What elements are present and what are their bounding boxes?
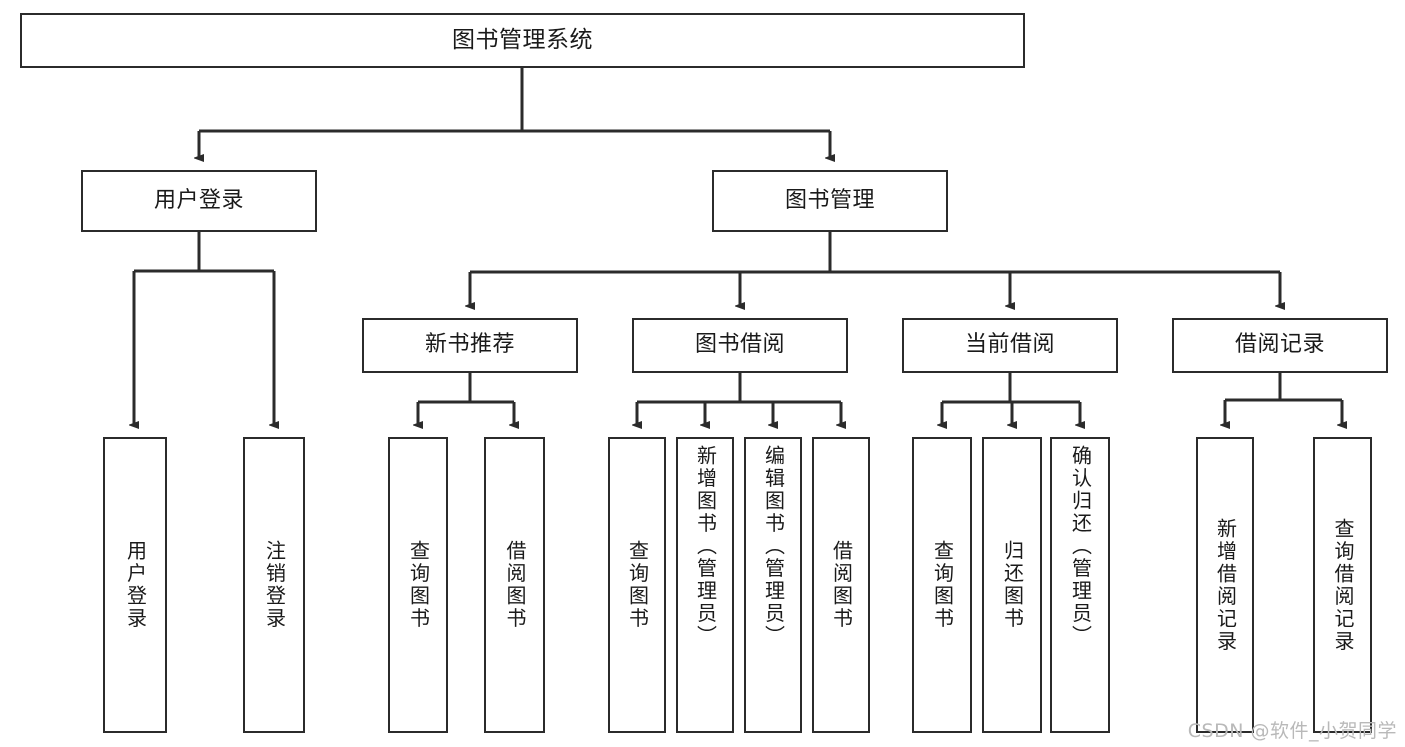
node-leaf-borrow-book[interactable]: 借阅图书 [812,437,870,733]
node-leaf-return-book[interactable]: 归还图书 [982,437,1042,733]
node-label: 新增借阅记录 [1213,517,1238,653]
node-label: 新书推荐 [424,332,515,358]
node-leaf-user-login[interactable]: 用户登录 [103,437,167,733]
node-leaf-query-book-recommend[interactable]: 查询图书 [388,437,448,733]
node-label: 用户登录 [153,187,244,213]
node-current-borrow[interactable]: 当前借阅 [902,318,1118,373]
node-label: 查询图书 [930,540,955,630]
node-leaf-borrow-book-recommend[interactable]: 借阅图书 [484,437,545,733]
node-label: 查询图书 [625,540,650,630]
node-label: 确认归还（管理员） [1068,445,1093,648]
node-root-system[interactable]: 图书管理系统 [20,13,1025,68]
node-leaf-edit-book[interactable]: 编辑图书（管理员） [744,437,802,733]
node-leaf-confirm-return[interactable]: 确认归还（管理员） [1050,437,1110,733]
csdn-watermark: CSDN @软件_小贺同学 [1187,720,1397,742]
node-label: 图书借阅 [694,332,785,358]
node-label: 编辑图书（管理员） [761,445,786,648]
node-label: 查询图书 [406,540,431,630]
node-new-book-recommend[interactable]: 新书推荐 [362,318,578,373]
node-label: 借阅记录 [1234,332,1325,358]
node-user-login[interactable]: 用户登录 [81,170,317,232]
node-label: 借阅图书 [503,540,527,630]
node-leaf-query-borrow-record[interactable]: 查询借阅记录 [1313,437,1372,733]
node-leaf-query-book-current[interactable]: 查询图书 [912,437,972,733]
node-leaf-add-borrow-record[interactable]: 新增借阅记录 [1196,437,1254,733]
node-label: 归还图书 [1000,540,1025,630]
node-label: 图书管理 [784,187,875,213]
node-label: 用户登录 [123,540,148,630]
node-label: 注销登录 [262,540,287,630]
node-leaf-query-book-borrow[interactable]: 查询图书 [608,437,666,733]
node-label: 当前借阅 [964,332,1055,358]
node-book-borrow[interactable]: 图书借阅 [632,318,848,373]
node-leaf-add-book[interactable]: 新增图书（管理员） [676,437,734,733]
node-label: 新增图书（管理员） [693,445,718,648]
node-label: 借阅图书 [829,540,854,630]
node-leaf-user-logout[interactable]: 注销登录 [243,437,305,733]
node-label: 查询借阅记录 [1331,517,1355,653]
node-label: 图书管理系统 [452,27,593,54]
node-borrow-record[interactable]: 借阅记录 [1172,318,1388,373]
node-book-management[interactable]: 图书管理 [712,170,948,232]
